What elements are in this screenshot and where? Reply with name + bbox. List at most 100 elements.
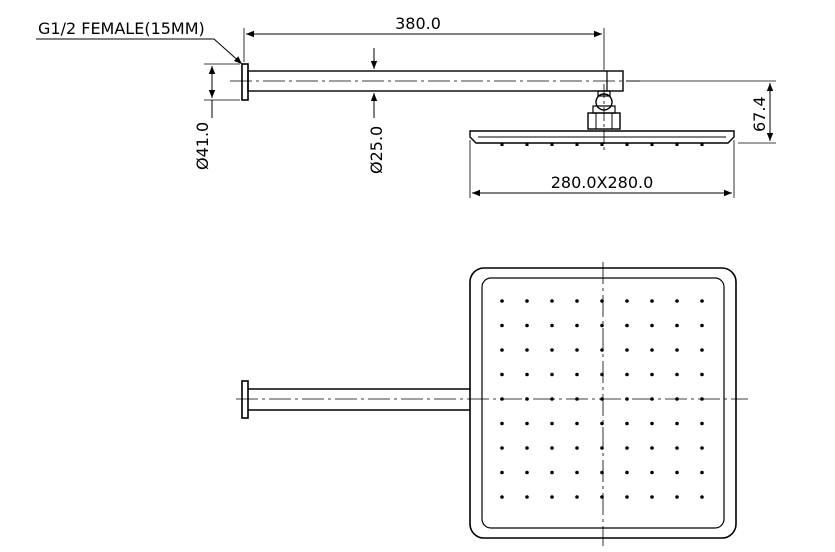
shower-arm — [247, 70, 624, 92]
nozzle-dot — [525, 446, 529, 450]
nozzle-dot — [550, 470, 554, 475]
nozzle-dot — [625, 372, 629, 377]
nozzle-side — [700, 143, 704, 146]
nozzle-dot — [525, 470, 529, 475]
dimension-flange-diameter: Ø41.0 — [193, 63, 240, 170]
nozzle-dot — [600, 299, 604, 303]
nozzle-dot — [650, 446, 654, 450]
nozzle-side — [575, 143, 579, 146]
nozzle-dot — [650, 372, 654, 377]
nozzle-dot — [500, 348, 504, 352]
nozzle-dot — [600, 495, 604, 499]
nozzle-side — [500, 143, 504, 146]
dimension-head-height: 67.4 — [626, 80, 776, 144]
nozzle-dot — [600, 323, 604, 328]
nozzle-dot — [600, 348, 604, 352]
nozzle-dot — [550, 372, 554, 377]
nozzle-dot — [575, 446, 579, 450]
nozzle-dot — [550, 421, 554, 426]
nozzle-dot — [575, 470, 579, 475]
nozzle-dot — [675, 397, 679, 401]
nozzle-dot — [650, 348, 654, 352]
nozzle-dot — [525, 495, 529, 499]
nozzle-dot — [675, 446, 679, 450]
nozzle-dot — [500, 323, 504, 328]
head-size-label: 280.0X280.0 — [551, 173, 654, 192]
nozzle-dot — [625, 397, 629, 401]
nozzle-dot — [525, 421, 529, 426]
nozzle-dot — [525, 372, 529, 377]
nozzle-side — [600, 143, 604, 146]
nozzle-row-side — [500, 143, 704, 146]
nozzle-dot — [500, 421, 504, 426]
nozzle-side — [525, 143, 529, 146]
nozzle-dot — [600, 446, 604, 450]
nozzle-dot — [675, 299, 679, 303]
nozzle-dot — [525, 348, 529, 352]
head-height-label: 67.4 — [750, 96, 769, 132]
nozzle-dot — [575, 397, 579, 401]
nozzle-side — [550, 143, 554, 146]
arm-length-label: 380.0 — [395, 14, 441, 33]
nozzle-dot — [500, 470, 504, 475]
nozzle-dot — [575, 421, 579, 426]
nozzle-dot — [700, 470, 704, 475]
nozzle-dot — [600, 421, 604, 426]
nozzle-dot — [525, 397, 529, 401]
nozzle-dot — [550, 299, 554, 303]
nozzle-dot — [625, 299, 629, 303]
nozzle-dot — [675, 348, 679, 352]
nozzle-dot — [650, 495, 654, 499]
side-view — [230, 63, 735, 152]
nozzle-dot — [675, 470, 679, 475]
nozzle-dot — [600, 372, 604, 377]
nozzle-dot — [625, 470, 629, 475]
nozzle-dot — [675, 495, 679, 499]
thread-label: G1/2 FEMALE(15MM) — [38, 19, 205, 38]
nozzle-dot — [575, 495, 579, 499]
nozzle-dot — [625, 348, 629, 352]
nozzle-dot — [700, 323, 704, 328]
nozzle-dot — [575, 299, 579, 303]
wall-flange — [241, 63, 249, 101]
nozzle-dot — [550, 397, 554, 401]
nozzle-dot — [650, 470, 654, 475]
nozzle-dot — [650, 323, 654, 328]
nozzle-dot — [575, 323, 579, 328]
nozzle-dot — [650, 397, 654, 401]
nozzle-grid — [500, 299, 704, 499]
nozzle-dot — [700, 421, 704, 426]
nozzle-dot — [675, 372, 679, 377]
nozzle-dot — [625, 323, 629, 328]
nozzle-dot — [550, 446, 554, 450]
nozzle-dot — [600, 397, 604, 401]
arm-diameter-label: Ø25.0 — [367, 126, 386, 174]
nozzle-dot — [500, 372, 504, 377]
nozzle-dot — [700, 397, 704, 401]
shower-head-plate-side — [469, 130, 735, 144]
thread-callout: G1/2 FEMALE(15MM) — [36, 19, 243, 65]
top-view — [236, 262, 748, 546]
dimension-head-size: 280.0X280.0 — [469, 140, 735, 198]
nozzle-dot — [700, 299, 704, 303]
nozzle-dot — [525, 299, 529, 303]
nozzle-dot — [675, 421, 679, 426]
nozzle-dot — [700, 372, 704, 377]
nozzle-dot — [550, 348, 554, 352]
nozzle-side — [625, 143, 629, 146]
nozzle-dot — [650, 421, 654, 426]
nozzle-dot — [675, 323, 679, 328]
nozzle-dot — [625, 446, 629, 450]
nozzle-dot — [625, 421, 629, 426]
nozzle-dot — [500, 446, 504, 450]
dimension-arm-diameter: Ø25.0 — [367, 48, 386, 174]
nozzle-dot — [550, 323, 554, 328]
nozzle-side — [675, 143, 679, 146]
nozzle-dot — [700, 348, 704, 352]
nozzle-dot — [525, 323, 529, 328]
nozzle-dot — [625, 495, 629, 499]
nozzle-dot — [700, 495, 704, 499]
wall-flange-top — [241, 380, 249, 419]
nozzle-dot — [700, 446, 704, 450]
